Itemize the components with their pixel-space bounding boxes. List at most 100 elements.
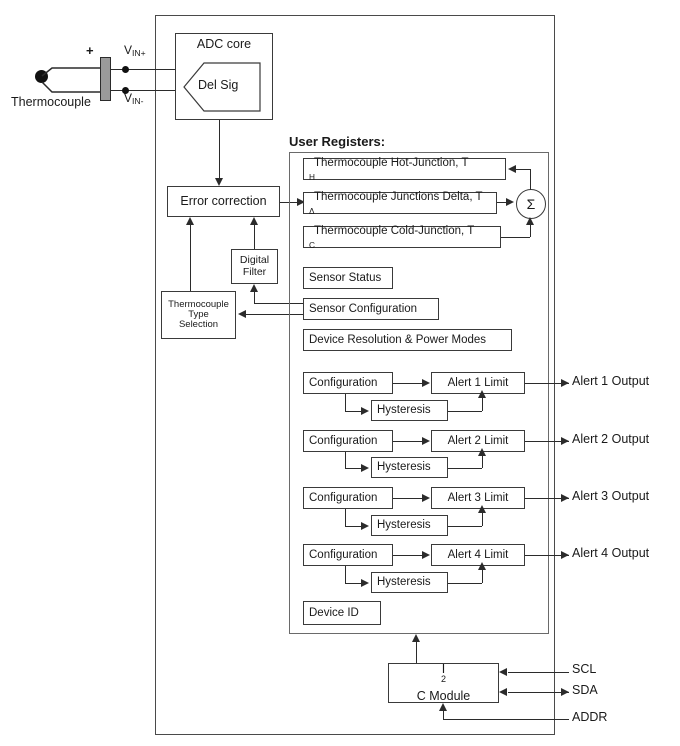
alert-2-output-arrow (561, 437, 569, 445)
register-sensor-status-label: Sensor Status (309, 271, 382, 284)
alert-1-hysteresis-label: Hysteresis (377, 404, 431, 417)
alert-4-output-arrow (561, 551, 569, 559)
sigma-to-hot-arrow (508, 165, 516, 173)
sigma-to-hot-v-line (530, 169, 531, 190)
alert-3-configuration-label: Configuration (309, 491, 378, 504)
digital-filter-label-line2: Filter (242, 265, 267, 278)
alert-1-limit-label: Alert 1 Limit (447, 376, 509, 389)
vin-minus-subscript: IN- (132, 96, 144, 107)
alert-1-hysteresis-box: Hysteresis (371, 400, 448, 421)
alert-2-limit-label: Alert 2 Limit (447, 434, 509, 447)
alert-2-config-to-hyst-h (345, 468, 363, 469)
del-sig-label: Del Sig (198, 78, 239, 92)
alert-4-hysteresis-box: Hysteresis (371, 572, 448, 593)
register-sensor-configuration: Sensor Configuration (303, 298, 439, 320)
register-hot-junction-label: Thermocouple Hot-Junction, T H (304, 156, 478, 183)
alert-3-limit-label: Alert 3 Limit (447, 491, 509, 504)
alert-1-config-to-limit-line (393, 383, 424, 384)
cold-to-sigma-h-line (501, 237, 530, 238)
alert-2-configuration-box: Configuration (303, 430, 393, 452)
hot-junction-text: Thermocouple Hot-Junction, T (314, 156, 469, 169)
alert-4-hyst-to-limit-arrow (478, 562, 486, 570)
alert-4-limit-label: Alert 4 Limit (447, 548, 509, 561)
alert-4-configuration-box: Configuration (303, 544, 393, 566)
register-device-resolution: Device Resolution & Power Modes (303, 329, 512, 351)
addr-line-h (443, 719, 569, 720)
vin-plus-text: V (124, 43, 133, 57)
vin-minus-node-dot (122, 87, 129, 94)
addr-line-v (443, 711, 444, 719)
sda-arrow-in (499, 688, 507, 696)
cold-to-sigma-v-line (530, 225, 531, 237)
type-selection-to-error-correction-line (190, 225, 191, 291)
alert-2-hysteresis-label: Hysteresis (377, 461, 431, 474)
junctions-delta-text: Thermocouple Junctions Delta, T (314, 190, 483, 203)
type-selection-label-line2: Type (188, 308, 209, 320)
adc-core-title: ADC core (196, 37, 252, 51)
alert-1-output-line (525, 383, 569, 384)
type-selection-label-line3: Selection (178, 319, 219, 331)
alert-4-config-to-hyst-v (345, 566, 346, 583)
register-junctions-delta: Thermocouple Junctions Delta, T Δ (303, 190, 497, 217)
summation-node: Σ (516, 189, 546, 219)
thermocouple-label: Thermocouple (11, 95, 91, 109)
alert-1-config-to-hyst-arrow (361, 407, 369, 415)
alert-3-config-to-hyst-h (345, 526, 363, 527)
alert-2-configuration-label: Configuration (309, 434, 378, 447)
vin-plus-label: VIN+ (124, 43, 146, 58)
alert-1-configuration-label: Configuration (309, 376, 378, 389)
alert-1-configuration-box: Configuration (303, 372, 393, 394)
digital-filter-to-error-correction-line (254, 225, 255, 249)
alert-3-config-to-limit-arrow (422, 494, 430, 502)
alert-3-hyst-to-limit-h (448, 526, 482, 527)
type-selection-to-error-correction-arrow (186, 217, 194, 225)
alert-3-config-to-hyst-arrow (361, 522, 369, 530)
alert-3-output-line (525, 498, 569, 499)
summation-symbol: Σ (526, 196, 536, 212)
delta-to-sigma-line (497, 202, 508, 203)
i2c-module-superscript: 2 (440, 674, 446, 685)
scl-line (508, 672, 569, 673)
cold-junction-text: Thermocouple Cold-Junction, T (314, 224, 475, 237)
sensor-config-to-filter-v-line (254, 292, 255, 303)
vin-plus-node-dot (122, 66, 129, 73)
register-sensor-status: Sensor Status (303, 267, 393, 289)
register-junctions-delta-label: Thermocouple Junctions Delta, T Δ (304, 190, 493, 217)
chip-boundary (155, 15, 555, 735)
alert-2-hyst-to-limit-v (482, 456, 483, 468)
alert-3-configuration-box: Configuration (303, 487, 393, 509)
alert-3-hysteresis-box: Hysteresis (371, 515, 448, 536)
i2c-to-registers-arrow (412, 634, 420, 642)
alert-2-config-to-limit-line (393, 441, 424, 442)
alert-4-hysteresis-label: Hysteresis (377, 576, 431, 589)
alert-2-hyst-to-limit-arrow (478, 448, 486, 456)
alert-2-config-to-limit-arrow (422, 437, 430, 445)
alert-1-hyst-to-limit-arrow (478, 390, 486, 398)
addr-arrow (439, 703, 447, 711)
user-registers-heading: User Registers: (289, 134, 386, 149)
thermocouple-connector (100, 57, 111, 101)
error-correction-box: Error correction (167, 186, 280, 217)
alert-4-config-to-hyst-arrow (361, 579, 369, 587)
del-sig-modulator-shape (183, 62, 261, 112)
alert-3-hyst-to-limit-arrow (478, 505, 486, 513)
cold-to-sigma-arrow (526, 217, 534, 225)
alert-1-hyst-to-limit-h (448, 411, 482, 412)
polarity-plus-label: + (86, 43, 94, 58)
junctions-delta-subscript: Δ (309, 207, 315, 217)
sensor-config-to-type-selection-line (246, 314, 303, 315)
alert-4-hyst-to-limit-v (482, 570, 483, 583)
register-sensor-configuration-label: Sensor Configuration (309, 302, 418, 315)
i2c-module-rest-text: C Module (416, 688, 471, 703)
alert-4-hyst-to-limit-h (448, 583, 482, 584)
alert-4-output-label: Alert 4 Output (572, 546, 650, 560)
alert-3-output-label: Alert 3 Output (572, 489, 650, 503)
alert-4-output-line (525, 555, 569, 556)
hot-junction-subscript: H (309, 173, 315, 183)
alert-1-limit-box: Alert 1 Limit (431, 372, 525, 394)
register-device-resolution-label: Device Resolution & Power Modes (309, 333, 487, 346)
